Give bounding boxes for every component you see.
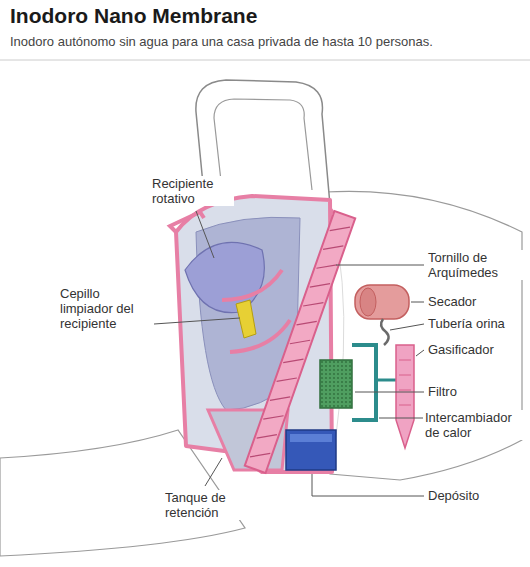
bowl-wall — [230, 320, 290, 352]
heat-exchanger-pipe — [376, 379, 396, 382]
rotating-bowl — [185, 242, 264, 312]
title: Inodoro Nano Membrane — [10, 4, 257, 28]
brush — [236, 300, 256, 338]
part-label: Depósito — [426, 488, 481, 503]
heat-exchanger — [352, 345, 376, 420]
part-label: Recipiente rotativo — [150, 176, 234, 206]
part-label: Tornillo de Arquímedes — [426, 250, 525, 280]
deposit — [286, 430, 336, 470]
part-label: Tanque de retención — [163, 490, 245, 520]
title-rule — [0, 60, 530, 61]
deposit-top — [290, 434, 332, 442]
part-label: Gasificador — [426, 342, 496, 357]
dryer — [355, 285, 409, 319]
dryer-end — [360, 288, 376, 316]
bowl-wall — [222, 270, 282, 300]
part-label: Tubería orina — [426, 316, 507, 331]
part-label: Cepillo limpiador del recipiente — [58, 286, 152, 331]
part-label: Filtro — [426, 384, 459, 399]
caption: Inodoro autónomo sin agua para una casa … — [10, 34, 433, 49]
filter — [320, 360, 352, 408]
gasifier-fins — [399, 360, 411, 405]
part-label: Intercambiador de calor — [423, 410, 527, 440]
screw — [245, 211, 355, 473]
part-label: Secador — [426, 294, 478, 309]
urine-pipe — [381, 319, 388, 345]
seat-rim — [170, 212, 204, 232]
gasifier — [396, 345, 414, 448]
leader-lines — [154, 211, 424, 496]
